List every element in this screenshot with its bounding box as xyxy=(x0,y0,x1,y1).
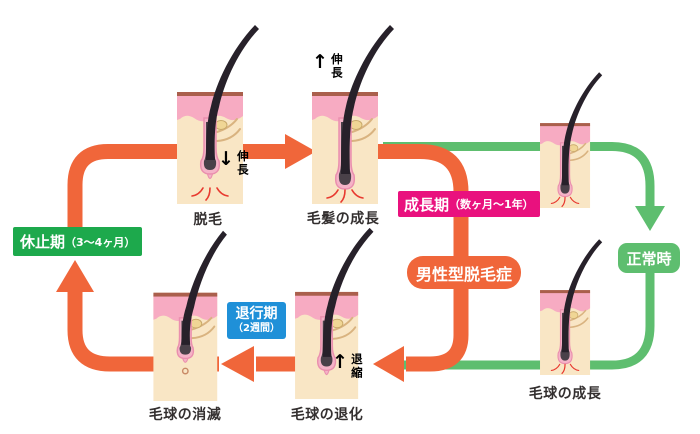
badge-main-text: 成長期 xyxy=(404,195,450,214)
follicle-bulb-growth-illustration xyxy=(540,237,628,375)
annotation-text: 伸長 xyxy=(329,53,344,80)
annotation-text: 伸長 xyxy=(235,150,250,177)
annotation-text: 退縮 xyxy=(349,353,364,380)
stage-label-bulb-regression: 毛球の退化 xyxy=(290,407,364,423)
down-arrow-icon: ↓ xyxy=(218,148,234,170)
annotation-shrink-up: ↑ 退縮 xyxy=(332,352,365,380)
main-cycle-arrowhead-up xyxy=(56,260,94,292)
up-arrow-icon: ↑ xyxy=(312,51,328,73)
main-cycle-arrowhead-into-growth xyxy=(285,134,316,169)
stage-label-shedding: 脱毛 xyxy=(193,212,223,228)
badge-male-pattern-baldness: 男性型脱毛症 xyxy=(407,256,521,289)
badge-sub-text: （数ヶ月～1年） xyxy=(449,198,534,211)
main-cycle-arrowhead-into-disappearance xyxy=(221,346,254,382)
badge-normal-state: 正常時 xyxy=(618,243,680,273)
up-arrow-icon: ↑ xyxy=(332,351,348,373)
main-cycle-arrowhead-into-regression xyxy=(373,346,404,382)
annotation-elongation-up: ↑ 伸長 xyxy=(312,52,345,80)
badge-sub-text: （3～4ヶ月） xyxy=(65,235,136,249)
annotation-elongation-down: ↓ 伸長 xyxy=(218,149,251,177)
badge-text: 男性型脱毛症 xyxy=(415,264,512,284)
follicle-hair-growth-illustration xyxy=(312,22,428,204)
stage-label-bulb-growth: 毛球の成長 xyxy=(528,386,602,402)
badge-sub-text: （2週間） xyxy=(233,322,280,334)
stage-label-hair-growth: 毛髪の成長 xyxy=(306,211,380,227)
normal-cycle-line-top xyxy=(383,142,655,208)
badge-main-text: 休止期 xyxy=(20,233,66,251)
badge-regression-phase: 退行期 （2週間） xyxy=(227,302,286,339)
normal-cycle-line-bottom xyxy=(404,268,655,370)
follicle-normal-growing-illustration xyxy=(540,70,628,208)
badge-text: 正常時 xyxy=(626,249,672,268)
badge-growth-phase: 成長期 （数ヶ月～1年） xyxy=(398,191,540,217)
normal-cycle-arrowhead-down xyxy=(635,206,665,231)
badge-main-text: 退行期 xyxy=(235,306,278,323)
main-cycle-line-left-top xyxy=(67,144,285,250)
badge-resting-phase: 休止期 （3～4ヶ月） xyxy=(13,227,143,256)
stage-label-bulb-disappearance: 毛球の消滅 xyxy=(148,407,222,423)
main-cycle-line-bottom-left xyxy=(67,292,219,372)
